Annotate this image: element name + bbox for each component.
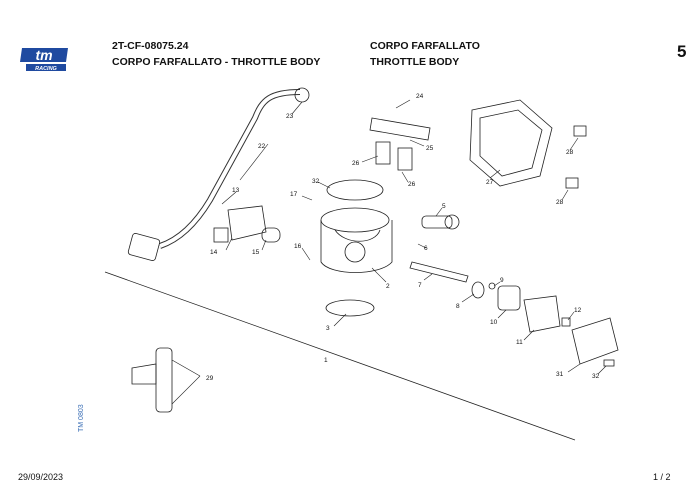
part-code: 2T-CF-08075.24	[112, 40, 189, 52]
logo-text: tm	[35, 47, 52, 63]
title-italian: CORPO FARFALLATO	[370, 40, 480, 52]
callout-14: 14	[210, 249, 218, 256]
throttle-bore	[344, 241, 366, 263]
callout-27: 27	[486, 179, 494, 186]
callout-11: 11	[516, 339, 523, 346]
throttle-inlet	[326, 179, 384, 201]
oring-15	[261, 227, 281, 243]
hose-fitting	[127, 233, 161, 261]
spring-10	[497, 285, 521, 311]
fuel-rail	[369, 117, 431, 141]
logo-sub: RACING	[35, 66, 57, 72]
print-date: 29/09/2023	[18, 472, 64, 482]
tps-connector	[213, 227, 229, 243]
callout-31: 32	[592, 373, 600, 380]
callout-9: 9	[500, 277, 504, 284]
page-title: CORPO FARFALLATO - THROTTLE BODY	[112, 56, 321, 68]
callout-25: 25	[426, 145, 434, 152]
injector-1	[375, 141, 391, 165]
callout-8: 8	[456, 303, 460, 310]
callout-13: 13	[232, 187, 240, 194]
callout-30: 31	[556, 371, 564, 378]
page-number: 5	[677, 42, 687, 61]
injector-29	[155, 347, 173, 413]
idle-screw	[421, 215, 453, 229]
callout-1: 1	[324, 357, 328, 364]
screw-28a	[573, 125, 587, 137]
callout-2: 2	[386, 283, 390, 290]
washer-8	[471, 281, 485, 299]
callout-28b: 28	[556, 199, 564, 206]
callout-28a: 28	[566, 149, 574, 156]
cover-30	[571, 317, 619, 365]
callout-12: 12	[574, 307, 582, 314]
callout-26b: 26	[408, 181, 416, 188]
throttle-plate	[325, 299, 375, 317]
callout-15: 15	[252, 249, 260, 256]
clip-9	[488, 282, 496, 290]
callout-26a: 26	[352, 160, 360, 167]
base-line	[104, 271, 576, 441]
callout-10: 10	[490, 319, 498, 326]
document-stamp: TM 0803	[78, 404, 85, 432]
callout-32: 32	[312, 178, 320, 185]
screw-31	[603, 359, 615, 367]
injector-2	[397, 147, 413, 171]
callout-7: 7	[418, 282, 422, 289]
callout-29: 29	[206, 375, 214, 382]
callout-24: 24	[416, 93, 424, 100]
throttle-shaft	[409, 261, 469, 283]
callout-23: 23	[286, 113, 294, 120]
callout-22: 22	[258, 143, 266, 150]
callout-16: 16	[294, 243, 302, 250]
screw-28b	[565, 177, 579, 189]
lever-11	[523, 295, 561, 333]
callout-3: 3	[326, 325, 330, 332]
cover-27	[469, 99, 553, 187]
callout-17: 17	[290, 191, 298, 198]
page-count: 1 / 2	[653, 472, 671, 482]
tps-sensor	[227, 205, 267, 241]
title-english: THROTTLE BODY	[370, 56, 460, 68]
brand-logo: tm RACING	[20, 44, 70, 74]
callout-5: 5	[442, 203, 446, 210]
callout-6: 6	[424, 245, 428, 252]
nut-12	[561, 317, 571, 327]
